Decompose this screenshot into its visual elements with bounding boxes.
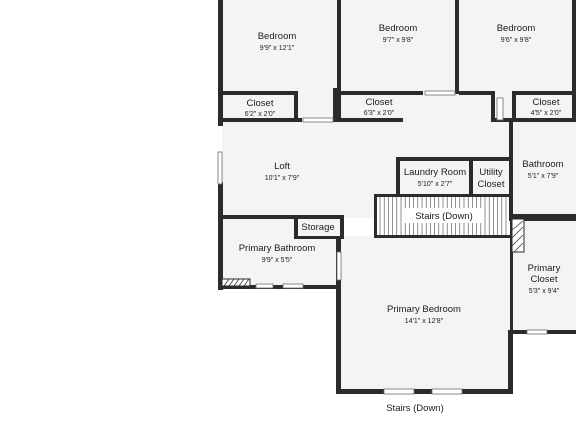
primary-bathroom-label: Primary Bathroom 9'9" x 5'5" [239, 243, 316, 264]
room-labels: Bedroom 9'9" x 12'1" Bedroom 9'7" x 9'8"… [239, 23, 564, 414]
bedroom-2-label: Bedroom 9'7" x 9'8" [379, 23, 418, 44]
stairs-treads [376, 196, 509, 236]
svg-text:Bedroom: Bedroom [379, 23, 418, 34]
svg-text:5'1" x 7'9": 5'1" x 7'9" [528, 173, 559, 180]
primary-bedroom-label: Primary Bedroom 14'1" x 12'8" [387, 304, 461, 325]
svg-text:Primary: Primary [528, 263, 561, 274]
stairs-upper-label: Stairs (Down) [415, 211, 473, 222]
bathroom-label: Bathroom 5'1" x 7'9" [522, 159, 563, 180]
bedroom-1-label: Bedroom 9'9" x 12'1" [258, 31, 297, 52]
windows [217, 90, 548, 395]
svg-text:Primary Bedroom: Primary Bedroom [387, 304, 461, 315]
svg-text:9'9" x 5'5": 9'9" x 5'5" [262, 257, 293, 264]
loft-label: Loft 10'1" x 7'9" [265, 161, 300, 182]
svg-text:Primary Bathroom: Primary Bathroom [239, 243, 316, 254]
svg-text:4'5" x 2'0": 4'5" x 2'0" [531, 110, 562, 117]
svg-text:10'1" x 7'9": 10'1" x 7'9" [265, 175, 300, 182]
svg-text:Closet: Closet [247, 98, 274, 109]
bedroom-3-label: Bedroom 9'6" x 9'8" [497, 23, 536, 44]
svg-text:6'2" x 2'0": 6'2" x 2'0" [245, 111, 276, 118]
svg-text:Bathroom: Bathroom [522, 159, 563, 170]
svg-text:9'6" x 9'8": 9'6" x 9'8" [501, 37, 532, 44]
storage-label: Storage [301, 222, 334, 233]
svg-text:6'3" x 2'0": 6'3" x 2'0" [364, 110, 395, 117]
svg-text:9'9" x 12'1": 9'9" x 12'1" [260, 45, 295, 52]
svg-text:Laundry Room: Laundry Room [404, 167, 466, 178]
walls [218, 0, 576, 394]
svg-text:9'7" x 9'8": 9'7" x 9'8" [383, 37, 414, 44]
svg-text:Bedroom: Bedroom [497, 23, 536, 34]
hatch-fixtures [221, 218, 525, 287]
closet-3-label: Closet 4'5" x 2'0" [531, 97, 562, 117]
laundry-room-label: Laundry Room 5'10" x 2'7" [404, 167, 466, 188]
svg-text:Utility: Utility [479, 167, 502, 178]
closet-1-label: Closet 6'2" x 2'0" [245, 98, 276, 118]
svg-text:Closet: Closet [366, 97, 393, 108]
primary-closet-label: Primary Closet 5'3" x 9'4" [528, 263, 561, 295]
svg-text:Closet: Closet [533, 97, 560, 108]
stair-label-backdrop [404, 208, 484, 223]
svg-text:Closet: Closet [478, 179, 505, 190]
utility-closet-label: Utility Closet [478, 167, 505, 190]
svg-text:5'3" x 9'4": 5'3" x 9'4" [529, 288, 560, 295]
svg-text:Loft: Loft [274, 161, 290, 172]
svg-text:14'1" x 12'8": 14'1" x 12'8" [405, 318, 444, 325]
svg-text:5'10" x 2'7": 5'10" x 2'7" [418, 181, 453, 188]
stairs-lower-label: Stairs (Down) [386, 403, 444, 414]
svg-text:Bedroom: Bedroom [258, 31, 297, 42]
svg-text:Closet: Closet [531, 274, 558, 285]
closet-2-label: Closet 6'3" x 2'0" [364, 97, 395, 117]
